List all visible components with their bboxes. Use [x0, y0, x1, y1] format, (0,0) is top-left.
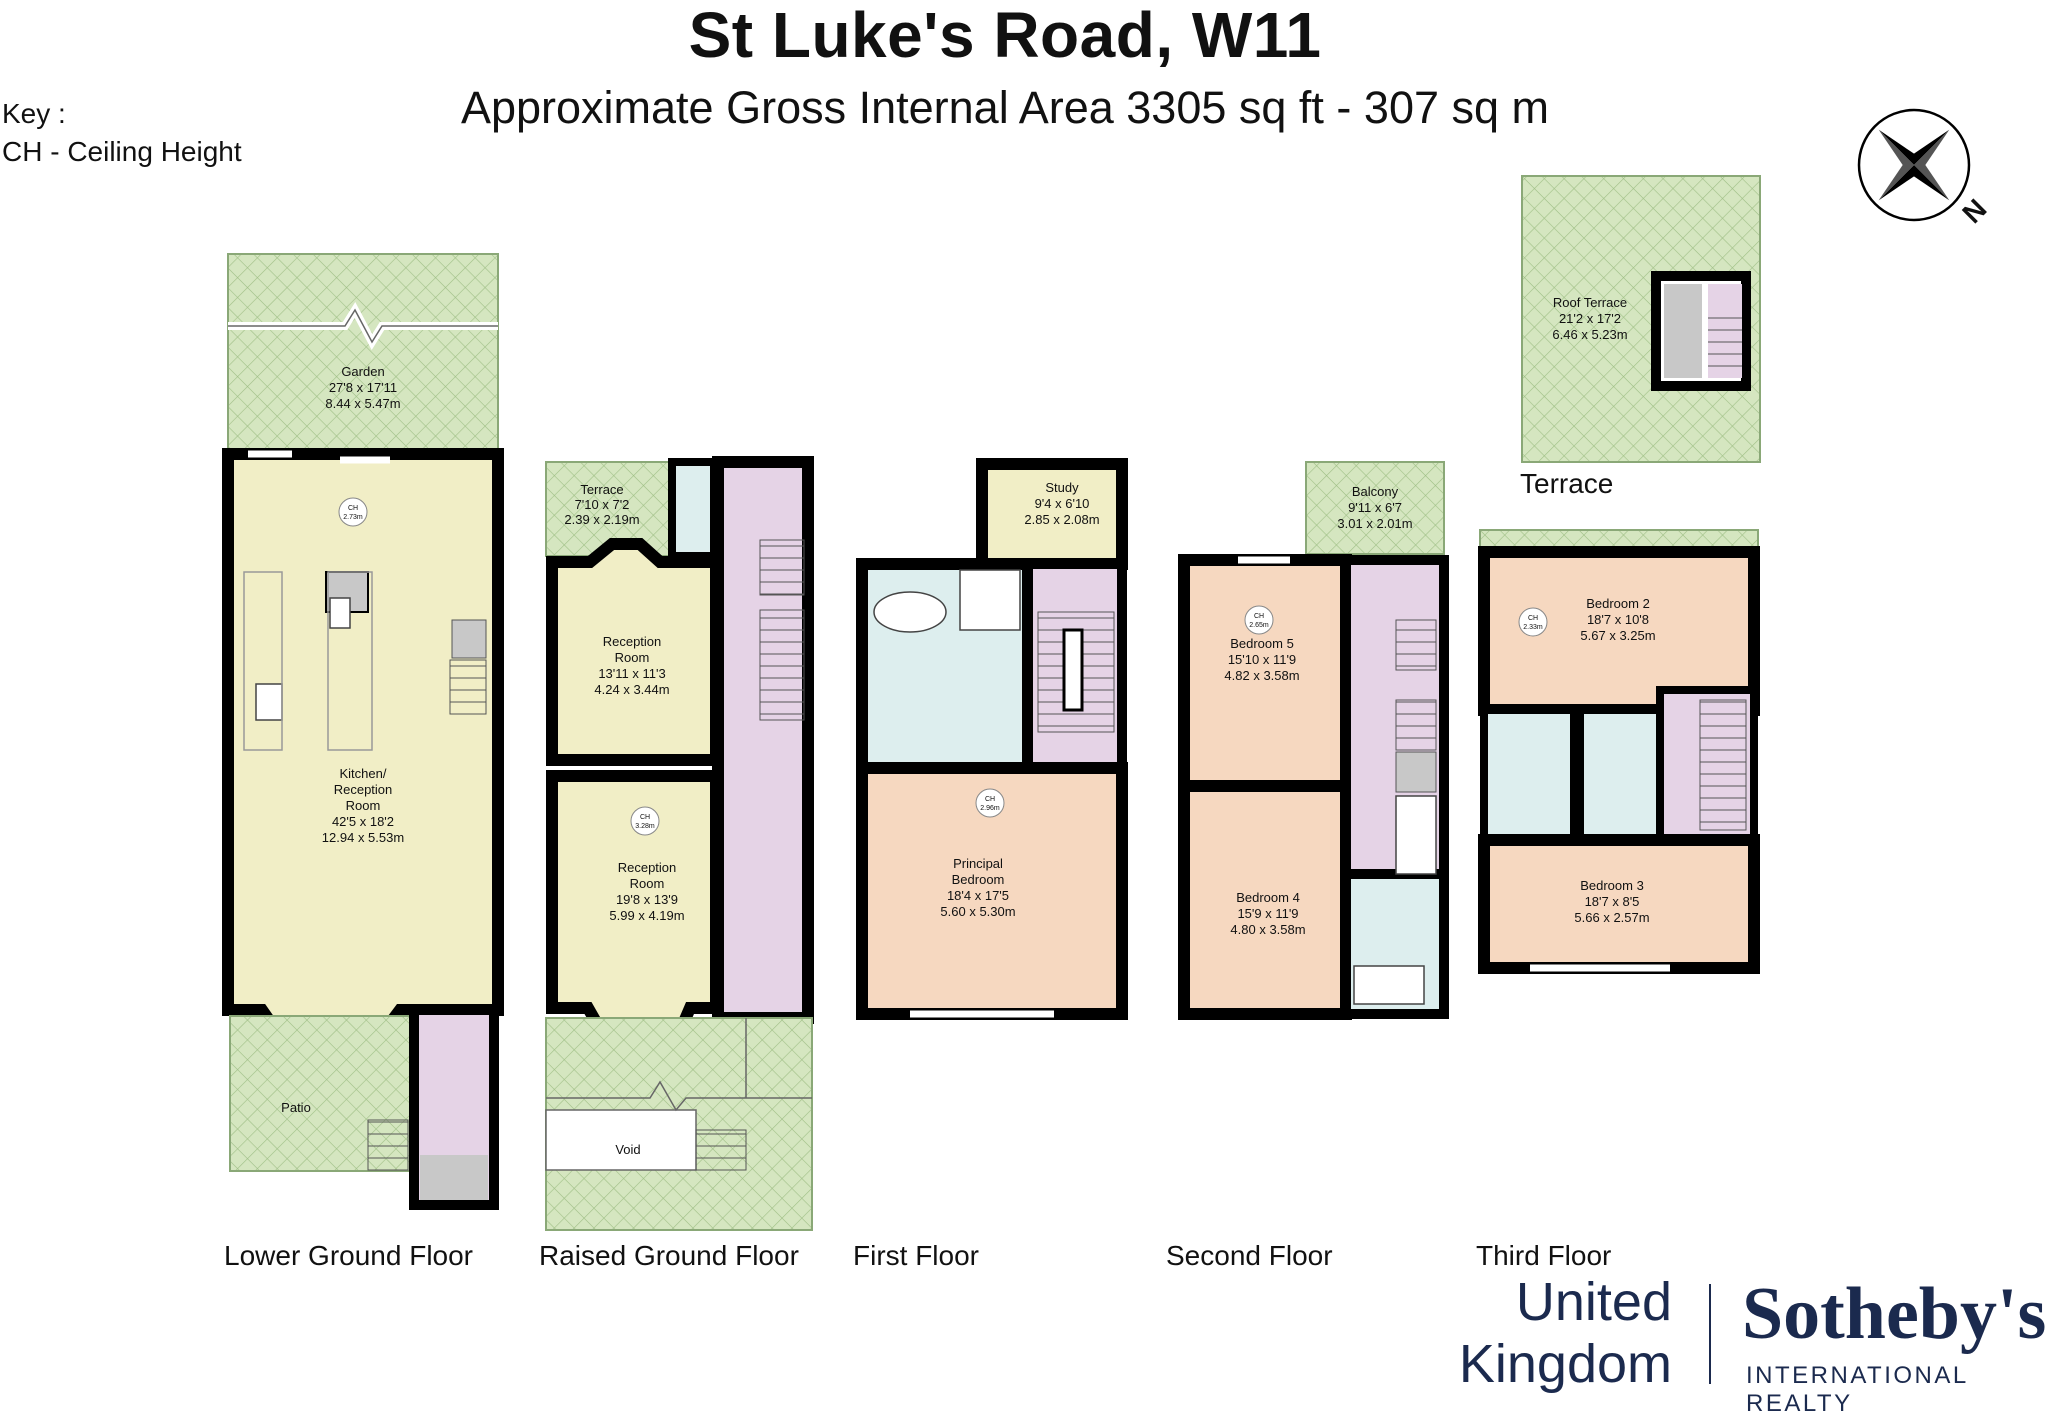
reception2-name-1: Reception — [618, 860, 677, 875]
study-metric: 2.85 x 2.08m — [1024, 512, 1099, 527]
kitchen-metric: 12.94 x 5.53m — [322, 830, 404, 845]
bedroom4-name: Bedroom 4 — [1236, 890, 1300, 905]
bedroom5-name: Bedroom 5 — [1230, 636, 1294, 651]
bedroom5-imperial: 15'10 x 11'9 — [1228, 652, 1296, 667]
void-name: Void — [615, 1142, 640, 1157]
kitchen-ch: 2.73m — [343, 514, 363, 521]
balcony-area — [1305, 461, 1445, 555]
roof-terrace-metric: 6.46 x 5.23m — [1552, 327, 1627, 342]
brand-tagline: INTERNATIONAL REALTY — [1746, 1362, 1968, 1417]
bedroom-4-room — [1178, 780, 1352, 1020]
key-heading: Key : — [2, 98, 66, 129]
lower-ground-floor-plan — [222, 253, 504, 1210]
garden-area — [227, 253, 499, 455]
key-entry: CH - Ceiling Height — [2, 136, 242, 167]
bedroom5-ch: 2.65m — [1249, 622, 1269, 629]
reception1-name-2: Room — [615, 650, 650, 665]
floor-label-third: Third Floor — [1476, 1240, 1612, 1271]
patio-name: Patio — [281, 1100, 311, 1115]
balcony-imperial: 9'11 x 6'7 — [1348, 500, 1402, 515]
kitchen-ch-prefix: CH — [348, 505, 358, 512]
study-room — [976, 458, 1128, 570]
brand-region-line1: United — [1515, 1272, 1672, 1332]
reception1-name-1: Reception — [603, 634, 662, 649]
kitchen-imperial: 42'5 x 18'2 — [332, 814, 394, 829]
brand-logo-name: Sotheby's — [1742, 1273, 2047, 1355]
terrace-label: Terrace — [1520, 468, 1614, 499]
raised-ground-wc — [668, 458, 718, 560]
study-name: Study — [1045, 480, 1079, 495]
compass-rose-icon: N — [1857, 108, 1993, 229]
balcony-name: Balcony — [1352, 484, 1399, 499]
garden-name: Garden — [341, 364, 384, 379]
terrace-name: Terrace — [580, 482, 623, 497]
principal-ch-prefix: CH — [985, 796, 995, 803]
floor-label-lower-ground: Lower Ground Floor — [224, 1240, 474, 1271]
third-floor-bathroom-1 — [1480, 706, 1578, 844]
floor-label-first: First Floor — [853, 1240, 979, 1271]
third-floor-bathroom-2 — [1576, 706, 1664, 844]
kitchen-name-2: Reception — [334, 782, 393, 797]
terrace-imperial: 7'10 x 7'2 — [575, 497, 630, 512]
bedroom3-name: Bedroom 3 — [1580, 878, 1644, 893]
raised-ground-floor-plan — [545, 456, 814, 1231]
principal-name-1: Principal — [953, 856, 1003, 871]
kitchen-room — [222, 448, 504, 1056]
terrace-metric: 2.39 x 2.19m — [564, 512, 639, 527]
study-imperial: 9'4 x 6'10 — [1035, 496, 1090, 511]
reception2-imperial: 19'8 x 13'9 — [616, 892, 678, 907]
bedroom2-metric: 5.67 x 3.25m — [1580, 628, 1655, 643]
roof-terrace-imperial: 21'2 x 17'2 — [1559, 311, 1621, 326]
reception1-imperial: 13'11 x 11'3 — [598, 666, 665, 681]
roof-terrace-name: Roof Terrace — [1553, 295, 1627, 310]
balcony-metric: 3.01 x 2.01m — [1337, 516, 1412, 531]
reception-room-1 — [546, 538, 722, 766]
kitchen-name-1: Kitchen/ — [340, 766, 387, 781]
garden-metric: 8.44 x 5.47m — [325, 396, 400, 411]
garden-imperial: 27'8 x 17'11 — [329, 380, 397, 395]
page-title: St Luke's Road, W11 — [688, 0, 1322, 71]
bedroom3-metric: 5.66 x 2.57m — [1574, 910, 1649, 925]
bedroom4-metric: 4.80 x 3.58m — [1230, 922, 1305, 937]
principal-imperial: 18'4 x 17'5 — [947, 888, 1009, 903]
principal-metric: 5.60 x 5.30m — [940, 904, 1015, 919]
bedroom4-imperial: 15'9 x 11'9 — [1237, 906, 1298, 921]
room-labels: Garden 27'8 x 17'11 8.44 x 5.47m CH 2.73… — [281, 295, 1655, 1157]
kitchen-name-3: Room — [346, 798, 381, 813]
compass-north-label: N — [1956, 193, 1992, 229]
reception2-ch-prefix: CH — [640, 814, 650, 821]
reception1-metric: 4.24 x 3.44m — [594, 682, 669, 697]
reception2-ch: 3.28m — [635, 823, 655, 830]
page-subtitle: Approximate Gross Internal Area 3305 sq … — [460, 82, 1550, 133]
bedroom2-ch-prefix: CH — [1528, 615, 1538, 622]
first-floor-plan — [856, 458, 1128, 1020]
bedroom2-name: Bedroom 2 — [1586, 596, 1650, 611]
bedroom2-imperial: 18'7 x 10'8 — [1587, 612, 1649, 627]
reception2-metric: 5.99 x 4.19m — [609, 908, 684, 923]
principal-name-2: Bedroom — [952, 872, 1005, 887]
second-floor-plan — [1178, 461, 1449, 1020]
principal-ch: 2.96m — [980, 805, 1000, 812]
bedroom2-ch: 2.33m — [1523, 624, 1543, 631]
bedroom5-metric: 4.82 x 3.58m — [1224, 668, 1299, 683]
brand-region-line2: Kingdom — [1458, 1334, 1672, 1394]
bedroom5-ch-prefix: CH — [1254, 613, 1264, 620]
bedroom3-imperial: 18'7 x 8'5 — [1585, 894, 1640, 909]
reception2-name-2: Room — [630, 876, 665, 891]
floor-label-raised-ground: Raised Ground Floor — [539, 1240, 799, 1271]
floor-label-second: Second Floor — [1166, 1240, 1333, 1271]
